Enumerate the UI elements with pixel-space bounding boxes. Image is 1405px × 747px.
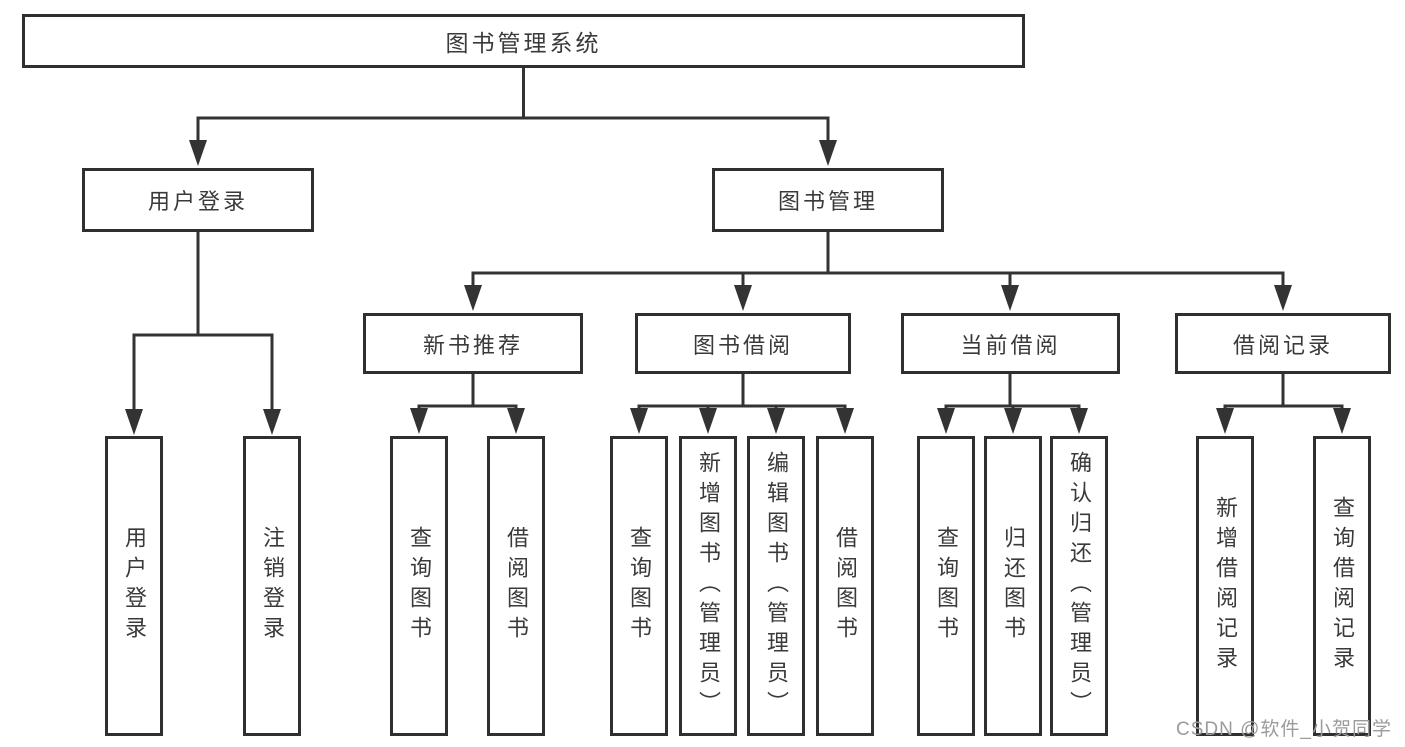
leaf-query-borrow-record: 查询借阅记录 bbox=[1313, 436, 1371, 736]
leaf-query-books-current: 查询图书 bbox=[917, 436, 975, 736]
arrowhead bbox=[767, 408, 785, 434]
connector-root-to-level2 bbox=[196, 64, 830, 147]
arrowhead bbox=[836, 408, 854, 434]
arrowhead bbox=[1216, 408, 1234, 434]
arrowhead bbox=[1070, 408, 1088, 434]
node-label: 借阅图书 bbox=[504, 526, 529, 646]
arrowhead bbox=[630, 408, 648, 434]
arrowhead bbox=[410, 408, 428, 434]
node-label: 新书推荐 bbox=[422, 332, 523, 358]
node-label: 借阅图书 bbox=[833, 526, 858, 646]
leaf-borrow-books-recommend: 借阅图书 bbox=[487, 436, 545, 736]
node-label: 图书管理系统 bbox=[445, 30, 602, 56]
leaf-return-books: 归还图书 bbox=[984, 436, 1042, 736]
node-label: 新增图书（管理员） bbox=[696, 451, 721, 721]
arrowhead bbox=[1333, 408, 1351, 434]
leaf-query-books-recommend: 查询图书 bbox=[390, 436, 448, 736]
arrowhead bbox=[1274, 285, 1292, 311]
leaf-confirm-return-admin: 确认归还（管理员） bbox=[1050, 436, 1108, 736]
leaf-borrow-books: 借阅图书 bbox=[816, 436, 874, 736]
connector-book-mgmt-to-level3 bbox=[471, 228, 1285, 291]
node-user-login: 用户登录 bbox=[82, 168, 314, 232]
arrowhead bbox=[819, 140, 837, 166]
node-label: 图书管理 bbox=[777, 189, 878, 214]
connector-new-book-rec-to-leaves bbox=[417, 370, 518, 414]
node-label: 注销登录 bbox=[260, 526, 285, 646]
node-label: 编辑图书（管理员） bbox=[764, 451, 789, 721]
arrowhead bbox=[734, 285, 752, 311]
connector-paths bbox=[132, 64, 1344, 414]
node-label: 确认归还（管理员） bbox=[1067, 451, 1092, 721]
connector-current-borrow-to-leaves bbox=[944, 370, 1081, 414]
arrowhead bbox=[263, 409, 281, 435]
leaf-logout: 注销登录 bbox=[243, 436, 301, 736]
node-book-borrowing: 图书借阅 bbox=[635, 313, 851, 374]
arrowhead bbox=[507, 408, 525, 434]
csdn-watermark: CSDN @软件_小贺同学 bbox=[1176, 719, 1392, 740]
node-book-management: 图书管理 bbox=[712, 168, 944, 232]
node-label: 借阅记录 bbox=[1232, 332, 1333, 358]
arrowheads bbox=[125, 140, 1351, 435]
node-label: 查询图书 bbox=[934, 526, 959, 646]
node-current-borrowing: 当前借阅 bbox=[901, 313, 1120, 374]
leaf-add-borrow-record: 新增借阅记录 bbox=[1196, 436, 1254, 736]
node-library-management-system: 图书管理系统 bbox=[22, 14, 1025, 68]
node-label: 查询图书 bbox=[627, 526, 652, 646]
arrowhead bbox=[189, 140, 207, 166]
arrowhead bbox=[937, 408, 955, 434]
connector-borrow-records-to-leaves bbox=[1223, 370, 1344, 414]
arrowhead bbox=[1001, 285, 1019, 311]
node-label: 图书借阅 bbox=[692, 332, 793, 358]
leaf-edit-book-admin: 编辑图书（管理员） bbox=[747, 436, 805, 736]
arrowhead bbox=[699, 408, 717, 434]
node-label: 新增借阅记录 bbox=[1213, 496, 1238, 676]
leaf-add-book-admin: 新增图书（管理员） bbox=[679, 436, 737, 736]
node-label: 查询借阅记录 bbox=[1330, 496, 1355, 676]
leaf-query-books-borrowing: 查询图书 bbox=[610, 436, 668, 736]
node-new-book-recommend: 新书推荐 bbox=[363, 313, 583, 374]
node-label: 用户登录 bbox=[122, 526, 147, 646]
connector-book-borrow-to-leaves bbox=[637, 370, 847, 414]
node-label: 用户登录 bbox=[147, 189, 248, 214]
node-label: 当前借阅 bbox=[960, 332, 1061, 358]
node-label: 查询图书 bbox=[407, 526, 432, 646]
node-label: 归还图书 bbox=[1001, 526, 1026, 646]
leaf-user-login: 用户登录 bbox=[105, 436, 163, 736]
arrowhead bbox=[1004, 408, 1022, 434]
arrowhead bbox=[464, 285, 482, 311]
connector-user-login-to-leaves bbox=[132, 228, 274, 414]
node-borrowing-records: 借阅记录 bbox=[1175, 313, 1391, 374]
arrowhead bbox=[125, 409, 143, 435]
